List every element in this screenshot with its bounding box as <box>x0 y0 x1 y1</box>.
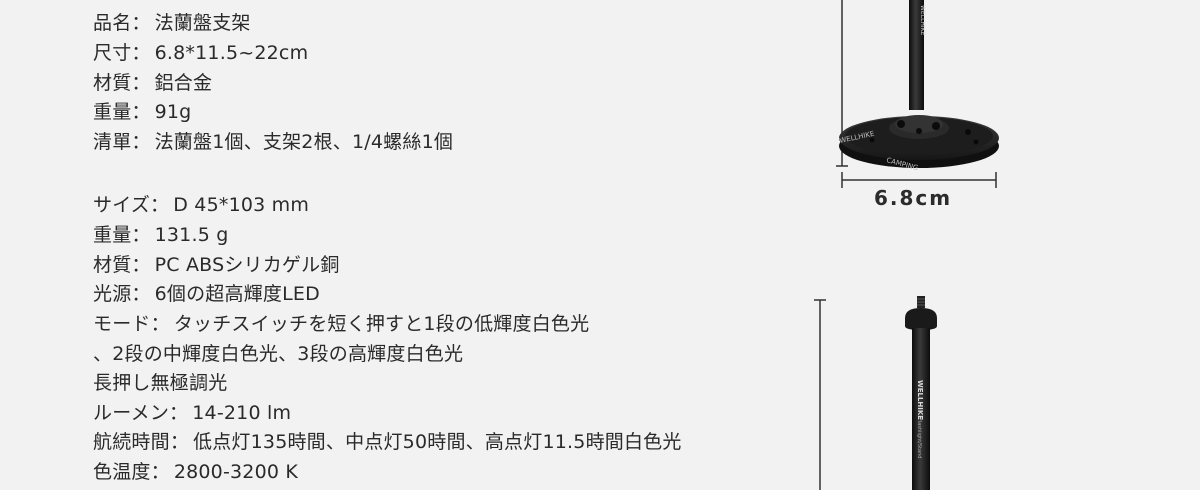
spec-row-jp-weight: 重量：131.5 g <box>93 224 229 246</box>
spec-row-weight: 重量：91g <box>93 101 192 123</box>
spec-row-jp-mode: モード：タッチスイッチを短く押すと1段の低輝度白色光 <box>93 313 590 335</box>
product-image: WELLHIKE CAMPING WELLHIKE WELLHIKE Flash… <box>814 0 999 490</box>
spec-key: サイズ <box>93 194 151 216</box>
spec-key: 材質 <box>93 72 132 94</box>
spec-value: D 45*103 mm <box>173 194 310 216</box>
spec-row-size: 尺寸：6.8*11.5~22cm <box>93 42 309 64</box>
spec-key: 尺寸 <box>93 42 132 64</box>
width-dimension-line <box>841 172 997 188</box>
spec-key: モード <box>93 313 151 335</box>
spec-row-jp-material: 材質：PC ABSシリカゲル銅 <box>93 254 340 276</box>
spec-row-jp-light-source: 光源：6個の超高輝度LED <box>93 283 320 305</box>
spec-row-jp-size: サイズ：D 45*103 mm <box>93 194 310 216</box>
spec-value: 鋁合金 <box>154 72 213 94</box>
extension-rod-product: WELLHIKE Flashlight/Stand <box>905 296 937 490</box>
rod-brand-mark: WELLHIKE <box>919 5 926 36</box>
spec-key: 材質 <box>93 254 132 276</box>
spec-value: 法蘭盤1個、支架2根、1/4螺絲1個 <box>154 131 454 153</box>
spec-value: 91g <box>154 101 192 123</box>
spec-value: 14-210 lm <box>192 402 292 424</box>
rod-brand-mark-2: WELLHIKE <box>916 380 924 420</box>
spec-key: 品名 <box>93 12 132 34</box>
spec-value: 2800-3200 K <box>173 461 299 483</box>
flange-stand-product: WELLHIKE CAMPING WELLHIKE <box>839 0 999 172</box>
spec-key: 航続時間 <box>93 431 170 453</box>
rod-model-mark: Flashlight/Stand <box>916 418 922 458</box>
spec-value: 法蘭盤支架 <box>154 12 251 34</box>
spec-key: 色温度 <box>93 461 151 483</box>
spec-key: 光源 <box>93 283 132 305</box>
spec-value: タッチスイッチを短く押すと1段の低輝度白色光 <box>173 313 590 335</box>
spec-value: 131.5 g <box>154 224 229 246</box>
spec-row-name: 品名：法蘭盤支架 <box>93 12 251 34</box>
spec-row-jp-mode-cont: 、2段の中輝度白色光、3段の高輝度白色光 <box>93 339 463 369</box>
spec-key: 重量 <box>93 224 132 246</box>
spec-row-material: 材質：鋁合金 <box>93 72 213 94</box>
spec-row-jp-lumen: ルーメン：14-210 lm <box>93 402 292 424</box>
spec-value: 長押し無極調光 <box>93 372 228 394</box>
spec-key: 清單 <box>93 131 132 153</box>
spec-value: 6個の超高輝度LED <box>154 283 320 305</box>
spec-key: 重量 <box>93 101 132 123</box>
spec-key: ルーメン <box>93 402 170 424</box>
spec-value: 、2段の中輝度白色光、3段の高輝度白色光 <box>93 343 464 365</box>
spec-row-contents: 清單：法蘭盤1個、支架2根、1/4螺絲1個 <box>93 131 454 153</box>
spec-value: 低点灯135時間、中点灯50時間、高点灯11.5時間白色光 <box>193 431 682 453</box>
spec-row-jp-mode-cont2: 長押し無極調光 <box>93 368 227 398</box>
dimension-label: 6.8cm <box>874 186 953 210</box>
spec-value: 6.8*11.5~22cm <box>154 42 309 64</box>
spec-value: PC ABSシリカゲル銅 <box>154 254 340 276</box>
spec-row-jp-color-temp: 色温度：2800-3200 K <box>93 461 299 483</box>
spec-row-jp-runtime: 航続時間：低点灯135時間、中点灯50時間、高点灯11.5時間白色光 <box>93 431 682 453</box>
